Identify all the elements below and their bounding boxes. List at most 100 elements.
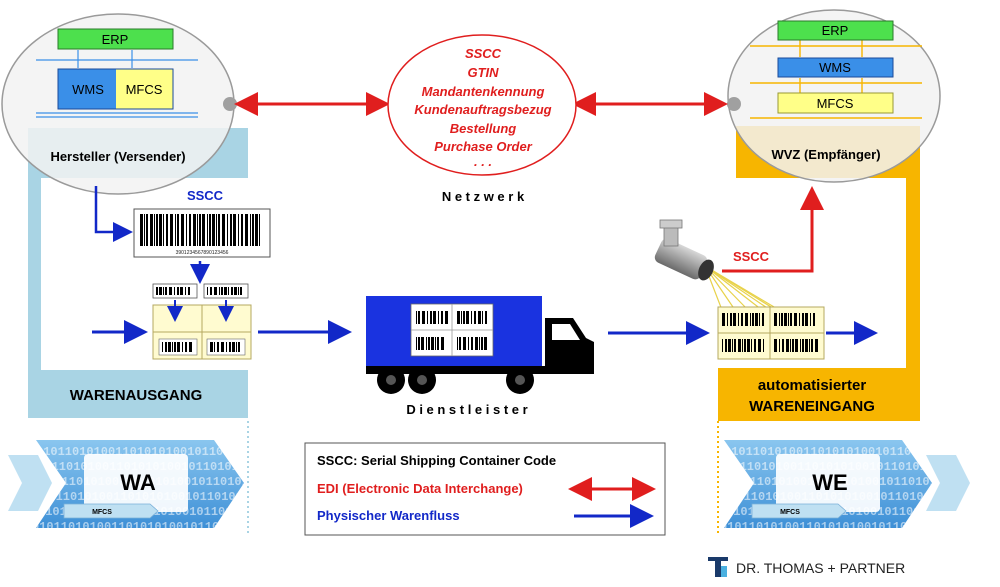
barcode-stripe [233, 214, 236, 246]
barcode-stripe [230, 214, 232, 246]
barcode-stripe [484, 337, 487, 350]
barcode-stripe [212, 214, 215, 246]
barcode-stripe [774, 313, 777, 326]
inbound-label-line1: automatisierter [758, 377, 867, 394]
barcode-stripe [186, 214, 187, 246]
barcode-stripe [175, 214, 176, 246]
barcode-stripe [221, 342, 224, 352]
barcode-stripe [738, 339, 741, 352]
receiver-system-circle [727, 9, 941, 183]
barcode-stripe [252, 214, 254, 246]
barcode-stripe [478, 311, 481, 324]
barcode-stripe [745, 313, 748, 326]
barcode-stripe [193, 214, 196, 246]
barcode-stripe [217, 342, 219, 352]
logo-text: DR. THOMAS + PARTNER [736, 560, 905, 576]
barcode-stripe [259, 214, 260, 246]
flow-arrow-to-barcode [94, 186, 133, 242]
barcode-stripe [421, 337, 424, 350]
barcode-stripe [427, 311, 428, 324]
barcode-stripe [418, 311, 420, 324]
barcode-stripe [144, 214, 145, 246]
barcode-stripe [441, 337, 444, 350]
barcode-stripe [177, 342, 180, 352]
barcode-stripe [466, 311, 469, 324]
barcode-stripe [156, 214, 158, 246]
outbound-label: WARENAUSGANG [70, 387, 203, 404]
barcode-stripe [238, 214, 239, 246]
barcode-stripe [730, 313, 732, 326]
barcode-stripe [457, 337, 458, 350]
barcode-stripe [790, 313, 792, 326]
barcode-stripe [479, 337, 480, 350]
sscc-barcode [133, 208, 271, 258]
barcode-stripe [781, 313, 783, 326]
barcode-stripe [188, 287, 190, 295]
barcode-stripe [762, 313, 764, 326]
wa-binary-row: 0101101010011010101001011010100101101010… [32, 520, 493, 534]
barcode-stripe [786, 339, 789, 352]
barcode-stripe [250, 214, 251, 246]
barcode-stripe [418, 337, 420, 350]
barcode-stripe [763, 339, 764, 352]
barcode-stripe [779, 313, 780, 326]
barcode-stripe [815, 339, 818, 352]
carrier-label: D i e n s t l e i s t e r [406, 402, 527, 417]
barcode-stripe [177, 214, 179, 246]
barcode-stripe [784, 313, 787, 326]
barcode-stripe [185, 287, 186, 295]
barcode-stripe [433, 311, 436, 324]
barcode-stripe [441, 311, 443, 324]
sender-connector-dot [223, 97, 237, 111]
barcode-stripe [728, 339, 731, 352]
barcode-stripe [207, 214, 208, 246]
barcode-stripe [140, 214, 143, 246]
barcode-stripe [214, 287, 217, 295]
barcode-stripe [169, 287, 172, 295]
barcode-stripe [245, 214, 248, 246]
barcode-stripe [437, 337, 439, 350]
barcode-stripe [168, 342, 171, 352]
barcode-stripe [146, 214, 148, 246]
barcode-stripe [733, 313, 736, 326]
barcode-stripe [216, 214, 217, 246]
receiver-connector-dot [727, 97, 741, 111]
barcode-stripe [799, 313, 800, 326]
barcode-stripe [471, 337, 473, 350]
barcode-stripe [779, 339, 780, 352]
outbound-pallet [152, 283, 252, 360]
barcode-stripe [750, 313, 751, 326]
receiver-mfcs-label: MFCS [817, 96, 854, 111]
barcode-stripe [802, 313, 804, 326]
barcode-stripe [174, 287, 175, 295]
barcode-stripe [463, 337, 466, 350]
barcode-stripe [461, 311, 462, 324]
barcode-stripe [800, 339, 801, 352]
receiver-erp-label: ERP [822, 23, 849, 38]
network-items: SSCC GTIN Mandantenkennung Kundenauftrag… [414, 46, 551, 169]
barcode-stripe [811, 339, 813, 352]
barcode-stripe [459, 337, 461, 350]
barcode-stripe [732, 339, 733, 352]
barcode-stripe [751, 339, 752, 352]
barcode-stripe [457, 311, 460, 324]
barcode-stripe [222, 214, 225, 246]
barcode-stripe [435, 337, 436, 350]
barcode-stripe [232, 342, 235, 352]
legend-sscc: SSCC: Serial Shipping Container Code [317, 453, 556, 468]
barcode-stripe [210, 342, 213, 352]
barcode-stripe [240, 287, 242, 295]
barcode-stripe [228, 287, 229, 295]
inbound-label-line2: WARENEINGANG [749, 398, 875, 415]
barcode-stripe [181, 214, 184, 246]
barcode-stripe [759, 313, 760, 326]
network-item: SSCC [465, 46, 502, 61]
barcode-stripe [238, 287, 239, 295]
sender-erp-label: ERP [102, 32, 129, 47]
we-label: WE [812, 470, 847, 495]
barcode-stripe [210, 287, 212, 295]
barcode-stripe [156, 287, 158, 295]
barcode-stripe [481, 337, 483, 350]
barcode-stripe [809, 339, 810, 352]
